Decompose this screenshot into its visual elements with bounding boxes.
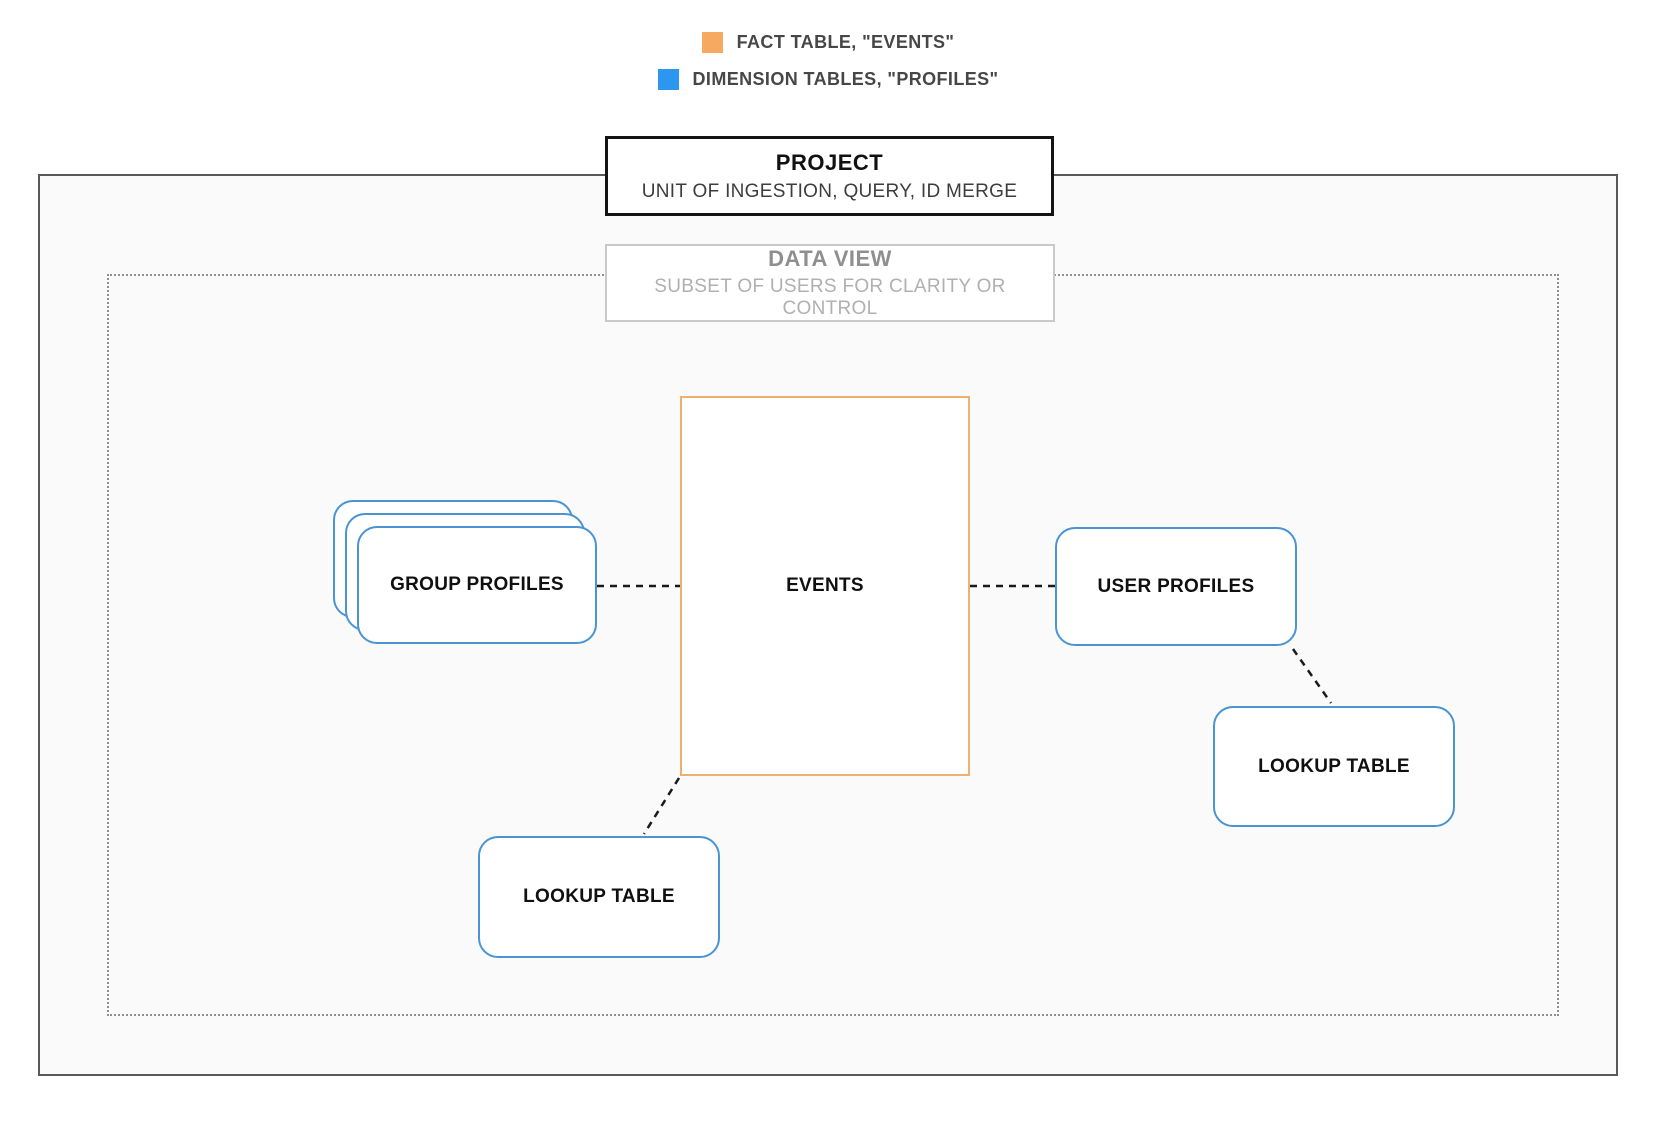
- data-view-header-box: DATA VIEW SUBSET OF USERS FOR CLARITY OR…: [605, 244, 1055, 322]
- user-profiles-node: USER PROFILES: [1055, 527, 1297, 646]
- project-subtitle: UNIT OF INGESTION, QUERY, ID MERGE: [641, 180, 1018, 202]
- legend: FACT TABLE, "EVENTS" DIMENSION TABLES, "…: [38, 32, 1618, 90]
- events-label: EVENTS: [786, 575, 864, 596]
- fact-table-swatch-icon: [701, 32, 723, 53]
- group-profiles-label: GROUP PROFILES: [390, 574, 564, 595]
- project-header-box: PROJECT UNIT OF INGESTION, QUERY, ID MER…: [605, 136, 1054, 216]
- lookup-table-bottom-label: LOOKUP TABLE: [523, 886, 675, 907]
- events-node: EVENTS: [680, 396, 970, 776]
- lookup-table-right-node: LOOKUP TABLE: [1213, 706, 1455, 827]
- data-view-title: DATA VIEW: [768, 246, 892, 271]
- user-profiles-label: USER PROFILES: [1097, 575, 1255, 597]
- lookup-table-bottom-node: LOOKUP TABLE: [478, 836, 720, 958]
- dimension-tables-swatch-icon: [657, 69, 679, 90]
- group-profiles-node: GROUP PROFILES: [357, 526, 597, 644]
- project-title: PROJECT: [775, 149, 884, 175]
- legend-item-dimension-tables: DIMENSION TABLES, "PROFILES": [657, 69, 999, 90]
- lookup-table-right-label: LOOKUP TABLE: [1258, 755, 1410, 777]
- legend-item-fact-table: FACT TABLE, "EVENTS": [701, 32, 955, 53]
- legend-label-fact-table: FACT TABLE, "EVENTS": [736, 32, 955, 52]
- data-view-subtitle: SUBSET OF USERS FOR CLARITY OR CONTROL: [654, 276, 1006, 319]
- legend-label-dimension-tables: DIMENSION TABLES, "PROFILES": [692, 69, 999, 89]
